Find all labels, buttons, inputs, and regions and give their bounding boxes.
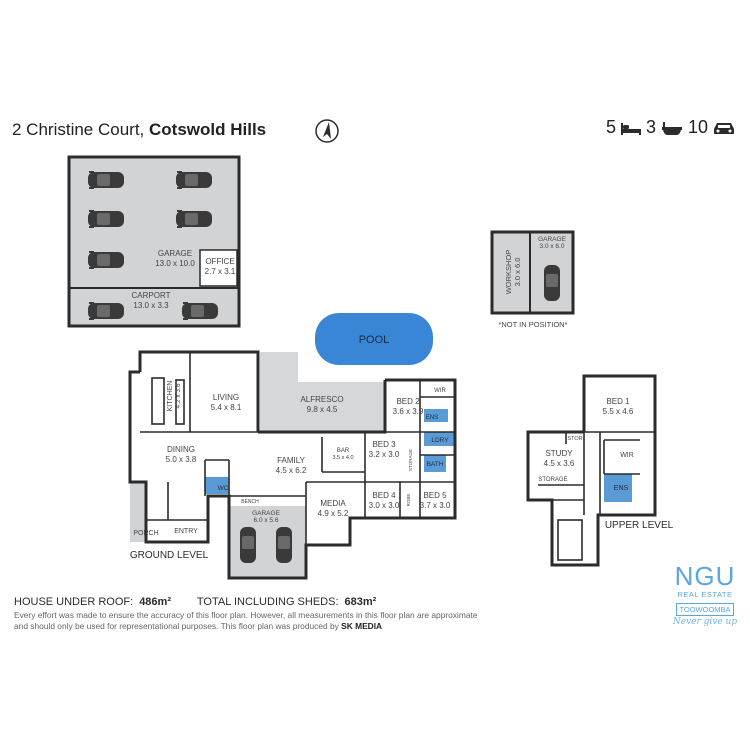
logo-name: NGU — [674, 561, 736, 591]
shed-garage-label: GARAGE — [158, 249, 192, 258]
ground-level-label: GROUND LEVEL — [130, 550, 209, 561]
agency-logo: NGU REAL ESTATE TOOWOOMBA Never give up — [665, 562, 745, 627]
shed-garage: GARAGE 13.0 x 10.0 OFFICE 2.7 x 3.1 CARP… — [67, 155, 241, 328]
area-stats: HOUSE UNDER ROOF: 486m² TOTAL INCLUDING S… — [14, 596, 376, 608]
study-size: 4.5 x 3.6 — [544, 459, 575, 468]
upper-ens-area — [604, 474, 632, 502]
dining-label: DINING — [167, 445, 195, 454]
disclaimer-producer: SK MEDIA — [341, 621, 383, 631]
ws-garage-size: 3.0 x 6.0 — [540, 243, 565, 250]
entry-label: ENTRY — [174, 528, 198, 535]
storage-label: STORAGE — [408, 449, 413, 471]
shed-garage-size: 13.0 x 10.0 — [155, 259, 195, 268]
property-address: 2 Christine Court, Cotswold Hills — [12, 120, 266, 140]
address-street: 2 Christine Court, — [12, 120, 145, 139]
bathroom-count: 3 — [645, 117, 656, 137]
bath-area — [424, 455, 446, 472]
ens-area — [424, 409, 448, 422]
pool: POOL — [315, 313, 433, 365]
ground-garage-label: GARAGE — [252, 510, 280, 517]
living-size: 5.4 x 8.1 — [211, 403, 242, 412]
bed1-size: 5.5 x 4.6 — [603, 407, 634, 416]
bath-label: BATH — [427, 461, 444, 468]
upper-wir-label: WIR — [620, 452, 634, 459]
ens-label: ENS — [426, 415, 438, 421]
compass-north-icon — [315, 119, 339, 143]
wc-label: WC — [218, 485, 229, 492]
ground-garage-size: 6.0 x 5.6 — [254, 517, 279, 524]
car-space-count: 10 — [687, 117, 708, 137]
bed2-label: BED 2 — [396, 397, 420, 406]
bed4-label: BED 4 — [372, 491, 396, 500]
upper-level-plan: BED 1 5.5 x 4.6 STUDY 4.5 x 3.6 STOR WIR… — [526, 374, 674, 567]
stor-label: STOR — [567, 436, 582, 442]
house-area-value: 486m² — [139, 596, 171, 608]
upper-level-label: UPPER LEVEL — [605, 520, 674, 531]
bed1-label: BED 1 — [606, 397, 630, 406]
bed3-label: BED 3 — [372, 440, 396, 449]
upper-ens-label: ENS — [614, 485, 629, 492]
car-icon — [714, 122, 734, 134]
bed-icon — [620, 122, 641, 135]
not-in-position-note: *NOT IN POSITION* — [498, 320, 567, 329]
logo-tagline: Never give up — [672, 617, 738, 627]
alfresco-label: ALFRESCO — [300, 395, 343, 404]
carport-size: 13.0 x 3.3 — [133, 301, 169, 310]
wc-area — [205, 477, 229, 494]
total-area-value: 683m² — [344, 596, 377, 608]
bed5-label: BED 5 — [423, 491, 447, 500]
family-size: 4.5 x 6.2 — [276, 466, 307, 475]
upper-storage-label: STORAGE — [538, 477, 567, 483]
robe-label: ROBE — [406, 494, 411, 507]
study-label: STUDY — [545, 449, 573, 458]
bath-icon — [661, 121, 682, 135]
feature-counts: 5 3 10 — [606, 117, 736, 138]
workshop: WORKSHOP 3.0 x 6.0 GARAGE 3.0 x 6.0 *NOT… — [490, 230, 575, 329]
laundry-label: LDRY — [431, 437, 449, 444]
kitchen-label: KITCHEN — [167, 381, 174, 412]
logo-line1: REAL ESTATE — [677, 590, 733, 599]
laundry-area — [424, 432, 454, 446]
bed3-size: 3.2 x 3.0 — [369, 450, 400, 459]
house-area-label: HOUSE UNDER ROOF: — [14, 596, 134, 608]
family-label: FAMILY — [277, 456, 306, 465]
pool-label: POOL — [359, 334, 390, 346]
ws-garage-label: GARAGE — [538, 236, 566, 243]
bedroom-count: 5 — [605, 117, 616, 137]
ground-level-plan: KITCHEN 4.2 x 3.6 LIVING 5.4 x 8.1 ALFRE… — [128, 350, 457, 580]
bed2-size: 3.6 x 3.9 — [393, 407, 424, 416]
dining-size: 5.0 x 3.8 — [166, 455, 197, 464]
shed-office-label: OFFICE — [205, 257, 234, 266]
bar-size: 3.5 x 4.0 — [332, 455, 353, 461]
kitchen-size: 4.2 x 3.6 — [175, 383, 182, 408]
carport-label: CARPORT — [132, 291, 171, 300]
workshop-label: WORKSHOP — [504, 250, 513, 295]
porch-label: PORCH — [133, 530, 158, 537]
logo-line2: TOOWOOMBA — [676, 603, 734, 616]
media-size: 4.9 x 5.2 — [318, 509, 349, 518]
shed-office — [199, 249, 238, 287]
media-label: MEDIA — [320, 499, 346, 508]
disclaimer-text: Every effort was made to ensure the accu… — [14, 610, 478, 631]
bed5-size: 3.7 x 3.0 — [420, 501, 451, 510]
address-suburb: Cotswold Hills — [149, 120, 267, 139]
living-label: LIVING — [213, 393, 239, 402]
bench-label: BENCH — [241, 499, 259, 505]
disclaimer: Every effort was made to ensure the accu… — [14, 610, 484, 632]
bed4-size: 3.0 x 3.0 — [369, 501, 400, 510]
wir-label: WIR — [434, 388, 446, 394]
workshop-size: 3.0 x 6.0 — [513, 258, 522, 287]
shed-office-size: 2.7 x 3.1 — [205, 267, 236, 276]
bar-label: BAR — [337, 448, 350, 454]
total-area-label: TOTAL INCLUDING SHEDS: — [196, 596, 339, 608]
alfresco-size: 9.8 x 4.5 — [307, 405, 338, 414]
